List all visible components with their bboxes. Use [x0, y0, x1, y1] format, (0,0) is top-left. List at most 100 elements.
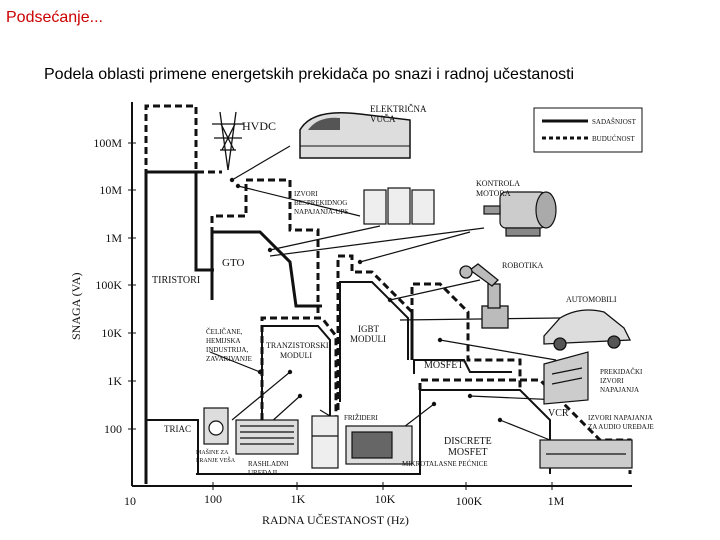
label-robotics: ROBOTIKA: [502, 261, 544, 270]
robot-arm: [487, 283, 501, 309]
label-motor-line2: MOTORA: [476, 189, 511, 198]
y-tick-label: 1M: [105, 231, 122, 245]
air-conditioner-icon: [235, 419, 299, 455]
leader-dot: [297, 393, 303, 399]
psu-vent: [551, 377, 583, 385]
slide-subtitle: Podela oblasti primene energetskih preki…: [44, 66, 575, 83]
leader-dot: [229, 177, 235, 183]
washer-door: [208, 420, 224, 436]
label-fridge: FRIŽIDERI: [344, 414, 379, 422]
psu-box: [543, 351, 589, 405]
label-discrete-line2: MOSFET: [448, 447, 487, 458]
leader-line: [499, 419, 551, 441]
leader-dot: [257, 369, 263, 375]
x-tick-label: 100: [204, 492, 222, 506]
fridge-icon: [311, 415, 339, 469]
car-body: [543, 309, 632, 345]
axes: [128, 102, 632, 490]
y-tick-label: 100: [104, 422, 122, 436]
discrete-outline: [196, 389, 551, 475]
y-tick-label: 100M: [93, 136, 122, 150]
leader-dot: [357, 259, 363, 265]
leader-dot: [287, 369, 293, 375]
region-mosfet: [410, 282, 522, 388]
leader-dot: [467, 393, 473, 399]
y-tick-label: 1K: [107, 374, 122, 388]
legend: SADAŠNJOST BUDUĆNOST: [533, 107, 643, 153]
power-supply-icon: [543, 351, 589, 405]
leader-line: [389, 279, 481, 301]
label-washer-line2: PRANJE VEŠA: [196, 456, 236, 464]
leader-line: [319, 409, 331, 417]
fridge-body: [311, 415, 339, 469]
pylon-stroke: [219, 111, 229, 171]
leader-dot: [387, 297, 393, 303]
label-steel-line3: INDUSTRIJA,: [206, 346, 248, 354]
leader-line: [237, 185, 361, 217]
y-tick-label: 10M: [99, 183, 122, 197]
label-ac-line1: RASHLADNI: [248, 460, 289, 468]
label-gto: GTO: [222, 257, 244, 269]
leader-line: [231, 145, 291, 181]
robot-joint: [459, 265, 473, 279]
igbt-outline: [339, 281, 409, 402]
label-ups-line1: IZVORI: [294, 190, 318, 198]
microwave-window: [351, 431, 393, 459]
label-tiristori: TIRISTORI: [152, 275, 200, 286]
washing-machine-icon: [203, 407, 229, 445]
leader-dot: [497, 417, 503, 423]
automobile-icon: [543, 309, 632, 351]
electric-train-icon: [299, 111, 411, 159]
leader-dot: [437, 337, 443, 343]
label-ups-line3: NAPAJANJA-UPS: [294, 208, 348, 216]
pylon-stroke: [220, 123, 235, 151]
leader-line: [359, 231, 471, 263]
car-wheel: [607, 335, 621, 349]
region-discrete-mosfet: [196, 378, 632, 475]
motor-shaft: [483, 205, 501, 215]
label-ups-line2: BESPREKIDNOG: [294, 199, 347, 207]
label-steel-line2: HEMIJSKA: [206, 337, 241, 345]
slide-title: Podsećanje...: [6, 9, 103, 26]
x-tick-label: 1M: [548, 494, 565, 508]
label-discrete-line1: DISCRETE: [444, 436, 492, 447]
y-tick-label: 100K: [95, 278, 122, 292]
ups-cabinet: [363, 189, 387, 225]
ups-cabinet-icon: [363, 187, 435, 225]
leader-lines: [209, 145, 561, 441]
tranzistor-outline: [261, 325, 331, 420]
robot-arm-icon: [459, 263, 509, 329]
mosfet-future-outline: [410, 282, 522, 388]
label-microwave: MIKROTALASNE PEĆNICE: [402, 460, 488, 468]
car-wheel: [553, 337, 567, 351]
label-psu-line3: NAPAJANJA: [600, 386, 639, 394]
label-tranzistorski-line2: MODULI: [280, 351, 312, 360]
label-psu-line2: IZVORI: [600, 377, 624, 385]
robot-base: [481, 305, 509, 329]
x-tick-label: 100K: [456, 494, 483, 508]
label-audio-line2: ZA AUDIO UREĐAJE: [588, 423, 654, 431]
motor-icon: [483, 191, 557, 237]
label-tranzistorski-line1: TRANZISTORSKI: [266, 341, 329, 350]
label-automobile: AUTOMOBILI: [566, 295, 617, 304]
legend-future-label: BUDUĆNOST: [592, 135, 636, 143]
label-igbt-line1: IGBT: [358, 324, 379, 334]
leader-line: [439, 339, 557, 361]
leader-dot: [431, 401, 437, 407]
label-steel-line1: ČELIČANE,: [206, 328, 243, 336]
ups-cabinet: [411, 189, 435, 225]
x-tick-label: 1K: [291, 492, 306, 506]
leader-line: [269, 227, 485, 257]
motor-base: [505, 227, 541, 237]
ups-cabinet: [387, 187, 411, 225]
label-vcr: VCR: [548, 408, 569, 419]
label-audio-line1: IZVORI NAPAJANJA: [588, 414, 653, 422]
label-igbt-line2: MODULI: [350, 334, 386, 344]
hvdc-pylon-icon: [212, 111, 244, 171]
y-axis-title: SNAGA (VA): [69, 273, 83, 340]
label-ac-line2: UREĐAJI: [248, 469, 278, 477]
x-axis-title: RADNA UČESTANOST (Hz): [262, 513, 409, 527]
leader-dot: [267, 247, 273, 253]
legend-present-label: SADAŠNJOST: [592, 118, 637, 126]
